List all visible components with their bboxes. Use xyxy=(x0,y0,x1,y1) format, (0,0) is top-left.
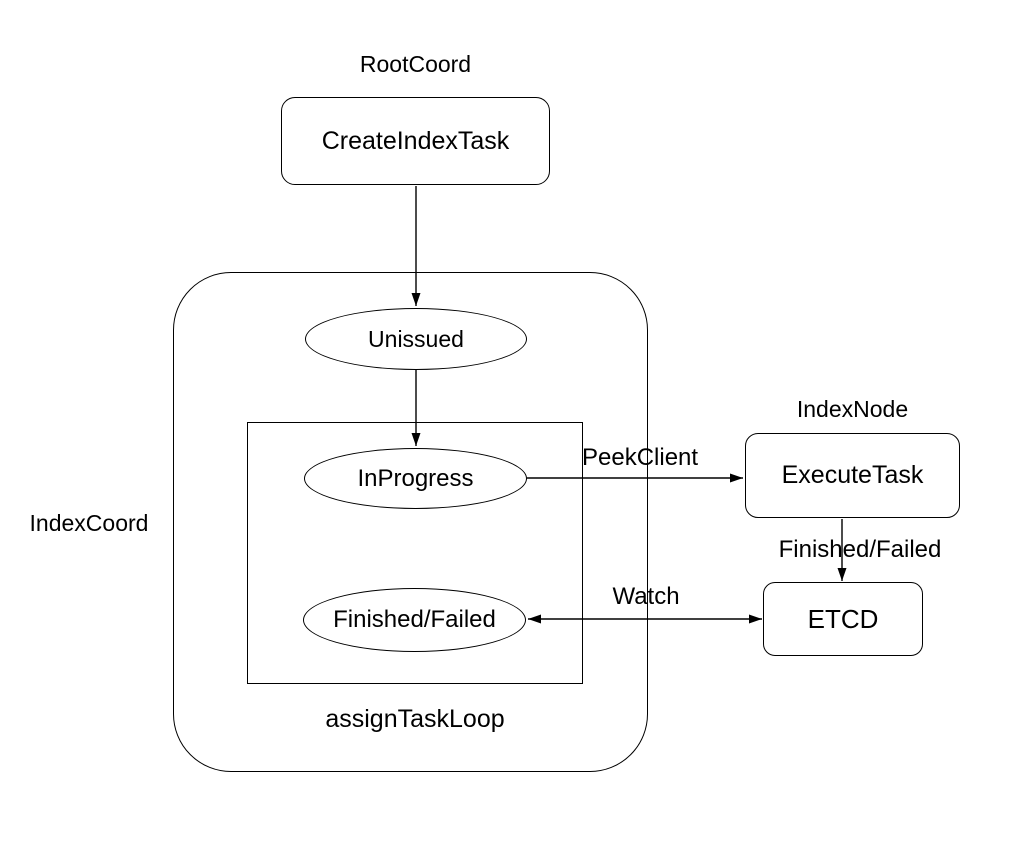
assign-task-loop-container xyxy=(247,422,583,684)
node-etcd: ETCD xyxy=(763,582,923,656)
edge-label-watch: Watch xyxy=(612,583,680,610)
node-unissued-label: Unissued xyxy=(368,325,464,352)
node-finished-failed-label: Finished/Failed xyxy=(333,606,496,633)
index-node-group-label: IndexNode xyxy=(796,396,909,422)
root-coord-group-label: RootCoord xyxy=(359,51,472,77)
node-in-progress: InProgress xyxy=(304,448,527,509)
node-unissued: Unissued xyxy=(305,308,527,370)
node-create-index-task-label: CreateIndexTask xyxy=(321,126,510,155)
node-create-index-task: CreateIndexTask xyxy=(281,97,550,185)
node-execute-task-label: ExecuteTask xyxy=(781,461,924,489)
edge-label-peek-client: PeekClient xyxy=(582,444,699,471)
node-in-progress-label: InProgress xyxy=(357,464,474,492)
index-coord-container xyxy=(173,272,648,772)
node-etcd-label: ETCD xyxy=(807,603,879,634)
assign-task-loop-group-label: assignTaskLoop xyxy=(325,705,505,733)
node-finished-failed: Finished/Failed xyxy=(303,588,526,652)
index-coord-group-label: IndexCoord xyxy=(29,510,149,536)
node-execute-task: ExecuteTask xyxy=(745,433,960,518)
edge-label-finished-failed: Finished/Failed xyxy=(778,536,942,563)
